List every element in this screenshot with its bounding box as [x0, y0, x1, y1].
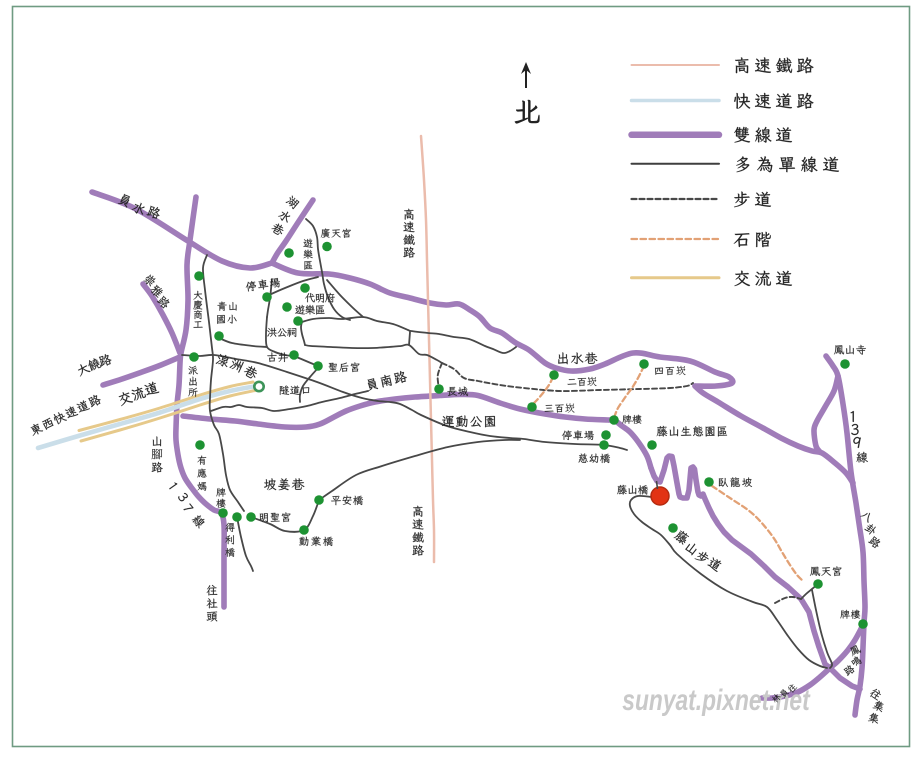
svg-text:sunyat.pixnet.net: sunyat.pixnet.net — [622, 683, 810, 717]
